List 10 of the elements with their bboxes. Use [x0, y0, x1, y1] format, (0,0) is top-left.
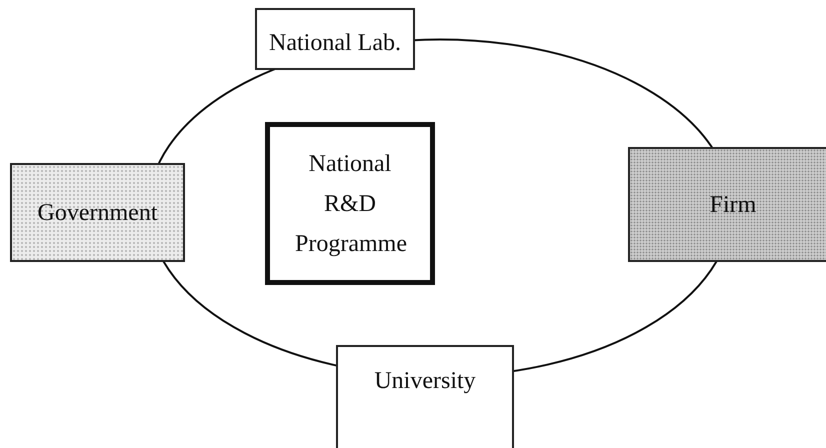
organization-box [336, 345, 514, 448]
organization-box [255, 8, 415, 70]
programme-box [265, 122, 435, 285]
box-label: National R&D Programme [295, 150, 405, 258]
box-label: Firm [710, 190, 756, 220]
organization-box [628, 147, 826, 262]
box-label: University [374, 367, 476, 396]
box-label: National Lab. [269, 29, 401, 58]
organization-box [10, 163, 185, 262]
box-label: Government [38, 198, 158, 228]
